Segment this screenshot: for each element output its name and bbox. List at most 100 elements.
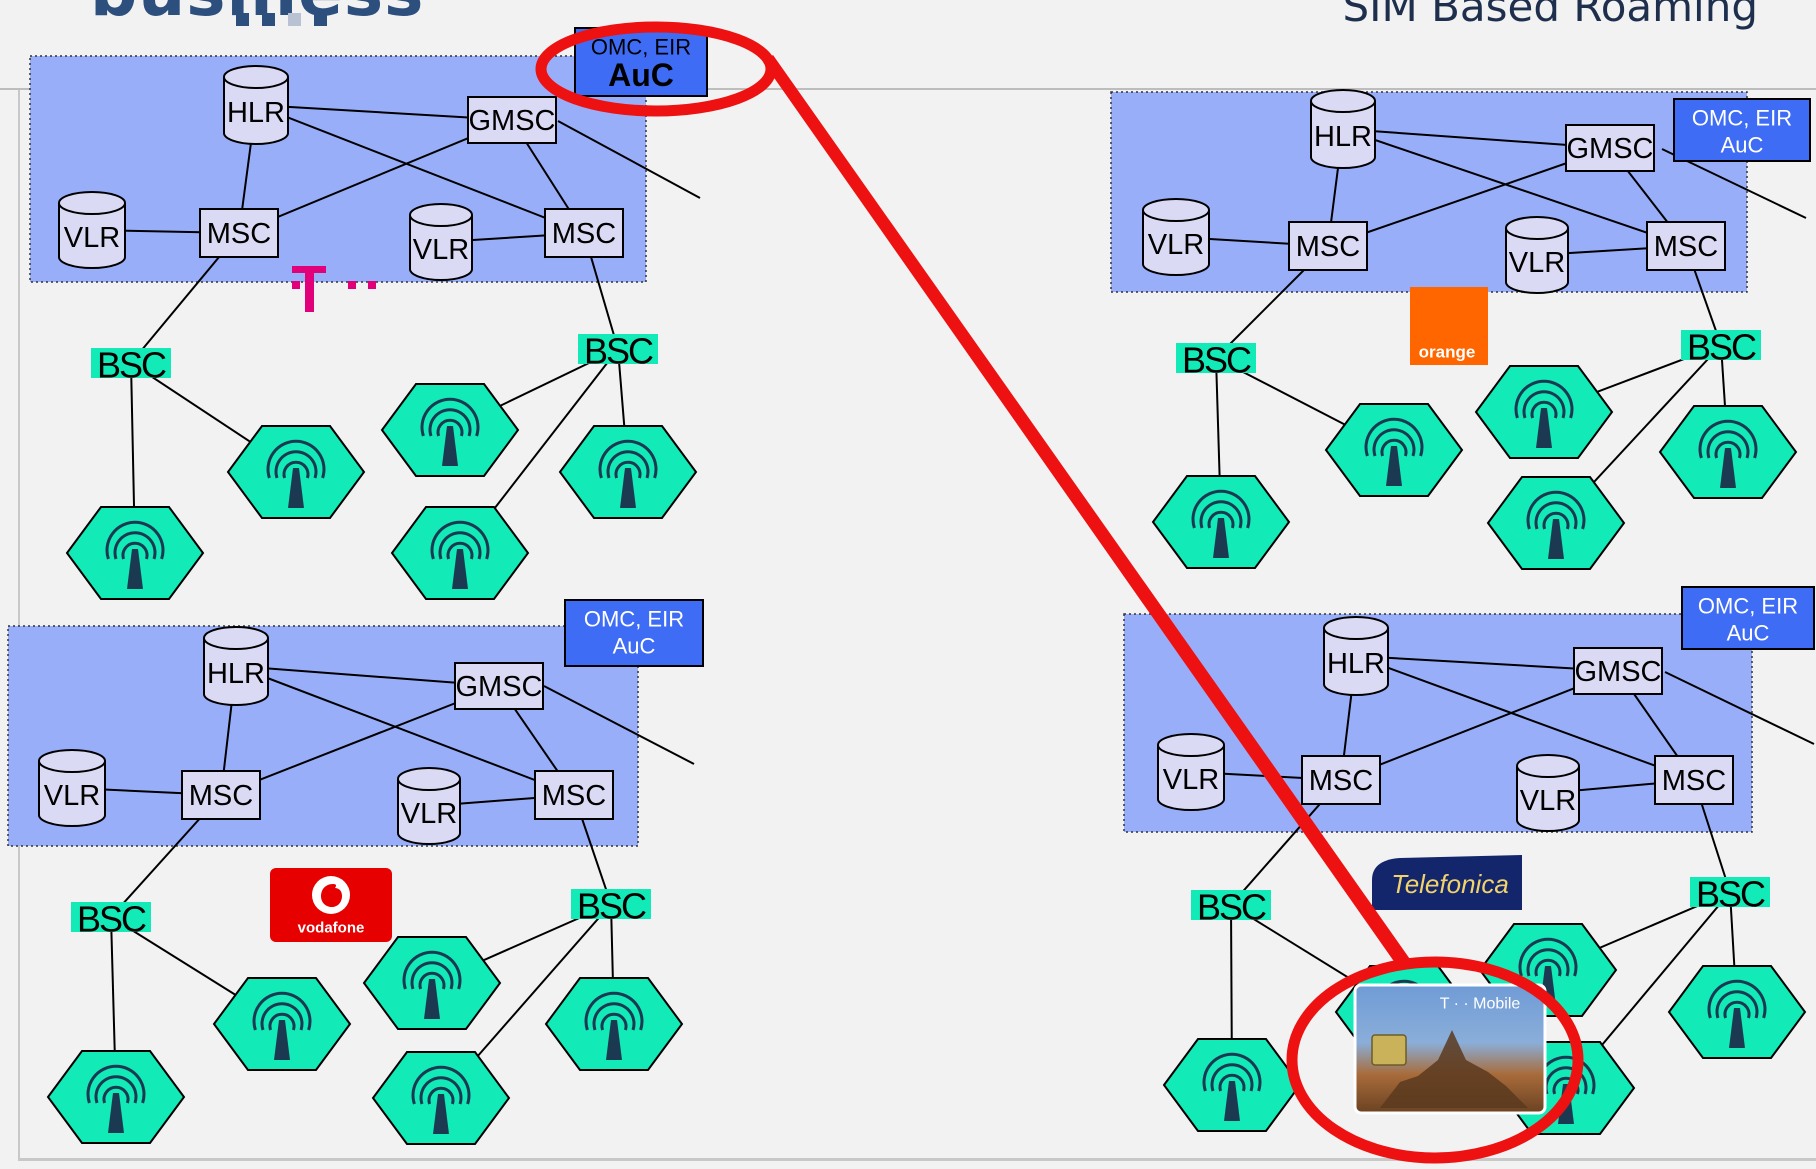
gmsc-node-label: GMSC — [1575, 656, 1662, 688]
msc-node-label: MSC — [1662, 765, 1726, 797]
bts-cell — [1324, 403, 1464, 497]
bsc-node-label: BSC — [77, 899, 146, 940]
highlight-sim-ellipse — [1286, 956, 1584, 1164]
vlr-node: VLR — [409, 203, 473, 281]
bsc-node: BSC — [71, 899, 151, 940]
msc-node: MSC — [534, 770, 614, 820]
bsc-node-label: BSC — [1687, 327, 1756, 368]
link-hlr-msc — [235, 665, 575, 796]
hlr-node-label: HLR — [1314, 121, 1372, 153]
bts-cell — [544, 977, 684, 1071]
omc-eir-auc-box-auc: AuC — [1721, 133, 1764, 158]
brand-dots — [236, 13, 340, 31]
gmsc-node: GMSC — [1565, 124, 1655, 172]
msc-node: MSC — [1646, 221, 1726, 271]
link-gmsc-msc — [1340, 670, 1619, 781]
msc-node-label: MSC — [1309, 765, 1373, 797]
vlr-node: VLR — [1505, 216, 1569, 294]
bts-cell — [46, 1050, 186, 1144]
orange-logo-text: orange — [1419, 343, 1476, 362]
link-hlr-msc — [1342, 128, 1687, 247]
telekom-logo — [292, 266, 376, 312]
hlr-node-label: HLR — [207, 658, 265, 690]
bts-cell — [1151, 475, 1291, 569]
bts-cell — [1667, 965, 1807, 1059]
hlr-node-label: HLR — [1327, 648, 1385, 680]
omc-eir-auc-box-line1: OMC, EIR — [1698, 594, 1798, 619]
bts-cell — [1486, 476, 1626, 570]
link-gmsc-msc — [238, 119, 513, 234]
vlr-node-label: VLR — [1163, 764, 1219, 796]
content-frame-left — [18, 90, 20, 1160]
bts-cell — [226, 425, 366, 519]
omc-eir-auc-box-line1: OMC, EIR — [584, 607, 684, 632]
msc-node: MSC — [199, 208, 279, 258]
vlr-node: VLR — [1157, 733, 1225, 811]
bts-cell — [558, 425, 698, 519]
orange-logo: orange — [1410, 287, 1488, 365]
bsc-node: BSC — [571, 886, 651, 927]
bsc-node: BSC — [91, 345, 171, 386]
msc-node: MSC — [1301, 755, 1381, 805]
bsc-node-label: BSC — [584, 331, 653, 372]
telefonica-logo-text: Telefonica — [1391, 869, 1509, 899]
msc-node-label: MSC — [189, 780, 253, 812]
bts-cell — [371, 1051, 511, 1145]
vlr-node-label: VLR — [413, 234, 469, 266]
gmsc-node: GMSC — [454, 662, 544, 710]
gmsc-node-label: GMSC — [456, 671, 543, 703]
vlr-node: VLR — [397, 767, 461, 845]
vlr-node: VLR — [58, 191, 126, 269]
vlr-node-label: VLR — [44, 780, 100, 812]
bsc-node: BSC — [1176, 340, 1256, 381]
bts-cell — [1162, 1038, 1302, 1132]
highlight-connector — [763, 55, 1412, 970]
msc-node-label: MSC — [1654, 231, 1718, 263]
vodafone-logo: vodafone — [270, 868, 392, 942]
vlr-node-label: VLR — [401, 798, 457, 830]
vodafone-logo-text: vodafone — [298, 920, 365, 937]
bsc-node: BSC — [1191, 887, 1271, 928]
omc-eir-auc-box-line1: OMC, EIR — [591, 35, 691, 60]
msc-node-label: MSC — [1296, 231, 1360, 263]
slide-title: SIM Based Roaming — [1342, 0, 1758, 31]
msc-node-label: MSC — [552, 218, 616, 250]
header-divider — [0, 88, 1816, 90]
bts-cell — [390, 506, 530, 600]
gmsc-node-label: GMSC — [1567, 133, 1654, 165]
vlr-node-label: VLR — [1148, 229, 1204, 261]
sim-card-brand: T · · Mobile — [1440, 996, 1521, 1013]
highlight-auc-ellipse — [535, 21, 777, 117]
bsc-node: BSC — [1681, 327, 1761, 368]
hlr-node: HLR — [223, 65, 289, 145]
msc-node: MSC — [544, 208, 624, 258]
bts-cell — [212, 977, 352, 1071]
bsc-node-label: BSC — [577, 886, 646, 927]
vlr-node-label: VLR — [1520, 785, 1576, 817]
vlr-node: VLR — [1516, 754, 1580, 832]
hlr-node: HLR — [1310, 89, 1376, 169]
gmsc-node: GMSC — [467, 96, 557, 144]
msc-node-label: MSC — [207, 218, 271, 250]
bsc-node-label: BSC — [1182, 340, 1251, 381]
brand-wordmark: business — [90, 0, 424, 26]
gmsc-node: GMSC — [1573, 647, 1663, 695]
link-external — [1664, 671, 1815, 745]
gmsc-node-label: GMSC — [469, 105, 556, 137]
vlr-node: VLR — [1142, 198, 1210, 276]
bsc-node: BSC — [1690, 874, 1770, 915]
sim-card-temple — [1380, 1030, 1528, 1108]
content-frame-bottom — [18, 1158, 1816, 1161]
sim-card: T · · Mobile — [1353, 983, 1547, 1115]
msc-node: MSC — [1654, 755, 1734, 805]
omc-eir-auc-box-line1: OMC, EIR — [1692, 106, 1792, 131]
vlr-node-label: VLR — [1509, 247, 1565, 279]
hlr-node: HLR — [1323, 616, 1389, 696]
